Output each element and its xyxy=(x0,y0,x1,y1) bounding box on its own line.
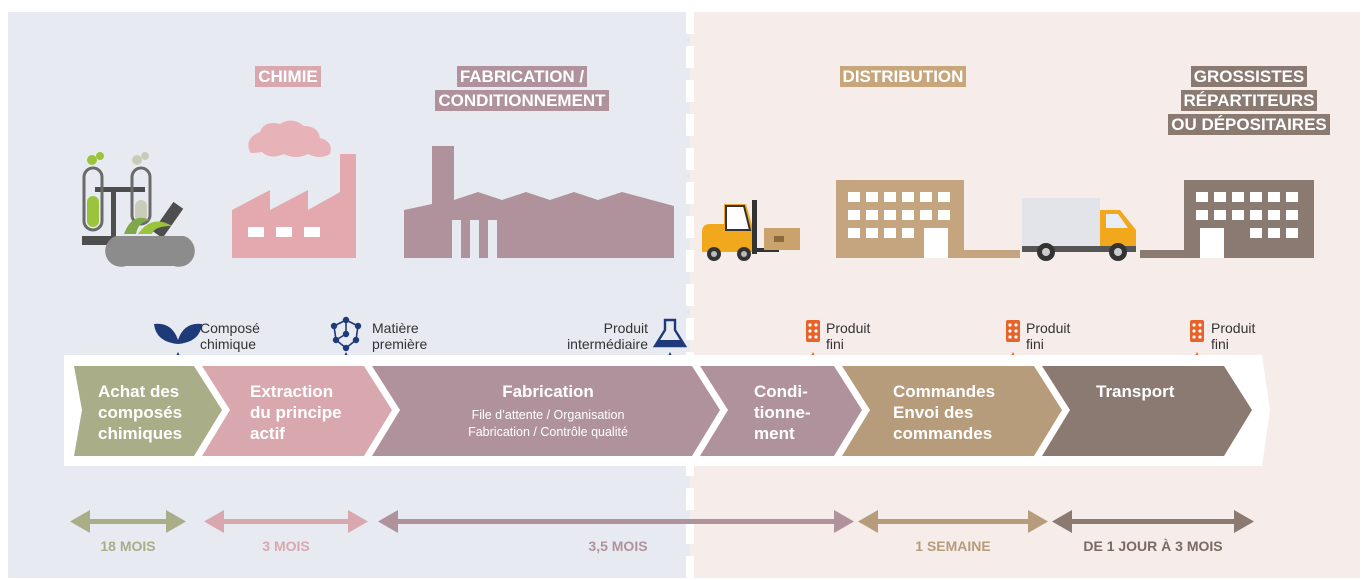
duration-arrow-18-mois xyxy=(70,510,186,533)
duration-label-3-mois: 3 MOIS xyxy=(262,538,310,554)
duration-label-1-jour-3-mois: DE 1 JOUR À 3 MOIS xyxy=(1083,538,1223,554)
factory-smoke-icon xyxy=(232,120,356,258)
truck-icon xyxy=(1022,198,1136,261)
step-shape-transport xyxy=(1042,366,1252,456)
process-band xyxy=(64,355,1270,466)
duration-arrow-3-5-mois xyxy=(378,510,854,533)
step-shape-commandes xyxy=(842,366,1062,456)
duration-label-3-5-mois: 3,5 MOIS xyxy=(588,538,648,554)
duration-arrow-1-jour-3-mois xyxy=(1052,510,1254,533)
phase-divider xyxy=(686,12,694,578)
forklift-icon xyxy=(702,200,800,261)
duration-arrow-1-semaine xyxy=(858,510,1048,533)
step-transport: Transport xyxy=(1096,382,1175,401)
stage-title-grossistes: GROSSISTES RÉPARTITEURS OU DÉPOSITAIRES xyxy=(1146,66,1352,138)
stage-title-chimie: CHIMIE xyxy=(246,66,330,90)
depot-icon xyxy=(1140,180,1314,258)
step-conditionnement: Condi-tionne-ment xyxy=(754,382,811,443)
step-shape-fabrication xyxy=(372,366,720,456)
step-shape-conditionnement xyxy=(700,366,862,456)
stage-title-fabrication: FABRICATION / CONDITIONNEMENT xyxy=(412,66,632,114)
stage-title-distribution: DISTRIBUTION xyxy=(818,66,988,90)
duration-label-18-mois: 18 MOIS xyxy=(100,538,156,554)
duration-arrow-3-mois xyxy=(204,510,368,533)
step-shape-achat xyxy=(74,366,222,456)
factory-icon xyxy=(404,146,674,258)
warehouse-icon xyxy=(836,180,1020,258)
lab-equipment-icon xyxy=(82,152,195,267)
duration-label-1-semaine: 1 SEMAINE xyxy=(915,538,991,554)
step-shape-extraction xyxy=(202,366,392,456)
step-fabrication: Fabrication xyxy=(502,382,594,401)
